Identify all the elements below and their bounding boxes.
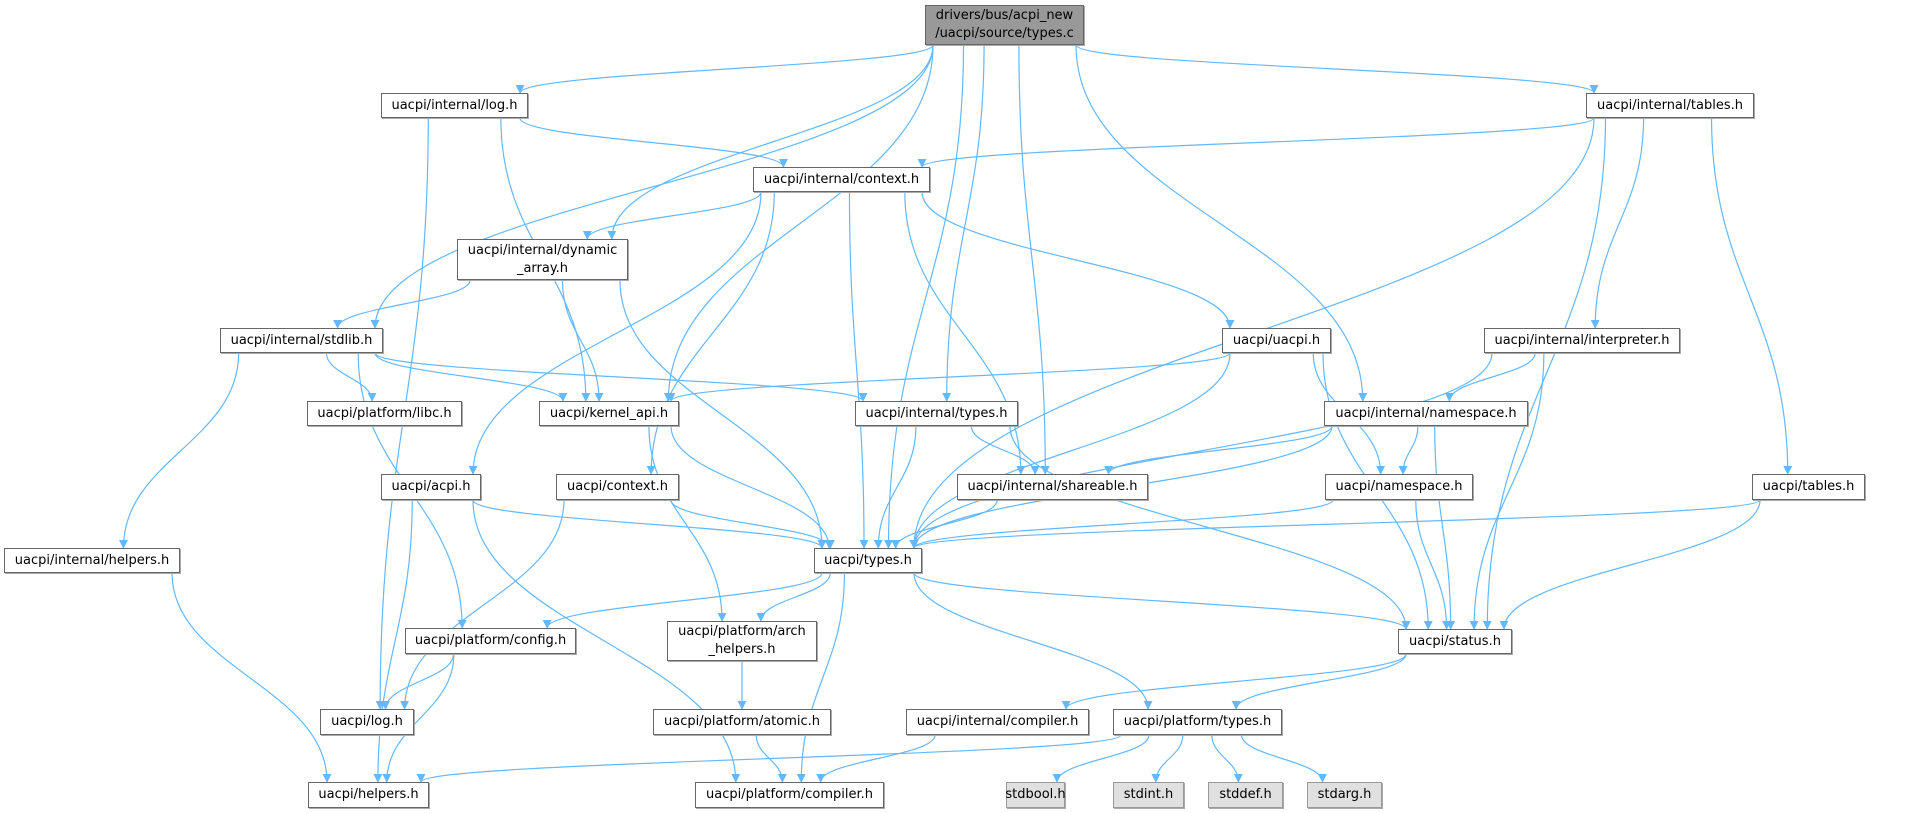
- edge-root-to-ilog: [515, 44, 934, 94]
- edge-ilog-to-ictx: [519, 117, 788, 168]
- edge-share-to-types: [891, 499, 998, 549]
- edge-ihelp-to-helpers: [171, 572, 332, 783]
- edge-idyn-to-istdlib: [333, 279, 471, 329]
- edge-istdlib-to-kapi: [374, 352, 568, 402]
- node-helpers-h[interactable]: uacpi/helpers.h: [308, 782, 429, 808]
- edge-itables-to-interp: [1590, 117, 1645, 329]
- edge-root-to-istdlib: [370, 44, 934, 329]
- edge-interp-to-ins: [1444, 352, 1536, 402]
- edge-itypes-to-share: [970, 425, 1040, 475]
- edge-ptypes-to-helpers: [416, 734, 1122, 783]
- edge-root-to-types: [883, 44, 965, 549]
- node-status-h[interactable]: uacpi/status.h: [1398, 629, 1512, 654]
- node-platform-libc-h[interactable]: uacpi/platform/libc.h: [307, 401, 462, 426]
- edge-root-to-share: [1018, 44, 1050, 475]
- edge-kapi-to-types: [670, 425, 834, 549]
- node-internal-shareable-h[interactable]: uacpi/internal/shareable.h: [957, 474, 1148, 500]
- edge-istdlib-to-ihelp: [118, 352, 240, 549]
- edge-idyn-to-types: [619, 279, 827, 549]
- node-log-h[interactable]: uacpi/log.h: [320, 709, 414, 735]
- edge-types-to-pcomp: [796, 572, 846, 783]
- edge-types-to-config: [542, 572, 823, 629]
- edge-ictx-to-share: [904, 191, 1026, 475]
- edge-acpi-to-helpers: [373, 499, 413, 783]
- edge-types-to-arch: [756, 572, 831, 622]
- node-kernel-api-h[interactable]: uacpi/kernel_api.h: [539, 401, 679, 426]
- node-internal-namespace-h[interactable]: uacpi/internal/namespace.h: [1324, 401, 1528, 426]
- node-tables-h[interactable]: uacpi/tables.h: [1752, 474, 1865, 500]
- edge-interp-to-status: [1469, 352, 1545, 630]
- edge-tables-to-types: [909, 499, 1761, 549]
- edge-config-to-helpers: [382, 653, 455, 783]
- node-internal-compiler-h[interactable]: uacpi/internal/compiler.h: [906, 709, 1089, 735]
- edge-ictx-to-ctx: [646, 191, 775, 475]
- node-stdbool-h: stdbool.h: [1005, 782, 1066, 808]
- edge-ns-to-types: [909, 499, 1334, 549]
- edge-root-to-ins: [1075, 44, 1368, 402]
- edge-icomp-to-pcomp: [816, 734, 936, 783]
- edge-ptypes-to-stdint: [1151, 734, 1184, 783]
- node-acpi-h[interactable]: uacpi/acpi.h: [381, 474, 481, 500]
- edge-interp-to-types: [909, 352, 1493, 549]
- edge-ptypes-to-stddef: [1211, 734, 1243, 783]
- edge-ins-to-share: [1104, 425, 1333, 475]
- node-internal-log-h[interactable]: uacpi/internal/log.h: [381, 93, 528, 118]
- node-platform-types-h[interactable]: uacpi/platform/types.h: [1113, 709, 1282, 735]
- edge-ctx-to-types: [670, 499, 835, 549]
- edge-root-to-itypes: [942, 44, 985, 402]
- edge-istdlib-to-libc: [325, 352, 377, 402]
- node-namespace-h[interactable]: uacpi/namespace.h: [1325, 474, 1473, 500]
- edge-types-to-status: [913, 572, 1411, 630]
- edge-itables-to-tables: [1710, 117, 1793, 475]
- node-root-types-c: drivers/bus/acpi_new /uacpi/source/types…: [925, 5, 1084, 45]
- edge-uacpi-to-types: [909, 352, 1231, 549]
- node-platform-config-h[interactable]: uacpi/platform/config.h: [405, 628, 576, 654]
- edge-root-to-kapi: [663, 44, 934, 402]
- edge-acpi-to-types: [472, 499, 827, 549]
- node-platform-arch-helpers-h[interactable]: uacpi/platform/arch _helpers.h: [667, 621, 817, 661]
- node-internal-dynamic-array-h[interactable]: uacpi/internal/dynamic _array.h: [457, 239, 628, 280]
- edge-types-to-ptypes: [913, 572, 1153, 710]
- edge-uacpi-to-kapi: [666, 352, 1231, 402]
- node-context-h[interactable]: uacpi/context.h: [556, 474, 679, 500]
- node-internal-tables-h[interactable]: uacpi/internal/tables.h: [1586, 93, 1754, 118]
- edge-ns-to-status: [1415, 499, 1452, 630]
- node-internal-stdlib-h[interactable]: uacpi/internal/stdlib.h: [220, 328, 383, 353]
- edge-ptypes-to-stdbool: [1052, 734, 1150, 783]
- edge-ins-to-ns: [1398, 425, 1419, 475]
- node-stddef-h: stddef.h: [1208, 782, 1283, 808]
- edge-config-to-log: [381, 653, 455, 710]
- edge-itypes-to-status: [1009, 425, 1411, 630]
- edge-status-to-icomp: [1061, 653, 1407, 710]
- node-internal-context-h[interactable]: uacpi/internal/context.h: [753, 167, 930, 192]
- edge-root-to-idyn: [607, 44, 934, 240]
- node-types-h[interactable]: uacpi/types.h: [814, 548, 922, 573]
- edge-tables-to-status: [1499, 499, 1761, 630]
- edge-ictx-to-idyn: [582, 191, 762, 240]
- edge-itables-to-status: [1482, 117, 1607, 630]
- edge-ictx-to-types: [848, 191, 869, 549]
- edge-kapi-to-arch: [648, 425, 727, 622]
- edge-itables-to-ictx: [917, 117, 1595, 168]
- node-internal-helpers-h[interactable]: uacpi/internal/helpers.h: [4, 548, 180, 573]
- node-internal-types-h[interactable]: uacpi/internal/types.h: [855, 401, 1018, 426]
- edge-root-to-itables: [1075, 44, 1599, 94]
- edge-ctx-to-log: [400, 499, 565, 710]
- node-internal-interpreter-h[interactable]: uacpi/internal/interpreter.h: [1484, 328, 1680, 353]
- edge-ictx-to-acpi: [468, 191, 762, 475]
- edge-idyn-to-kapi: [561, 279, 604, 402]
- edge-ictx-to-uacpi: [921, 191, 1235, 329]
- edge-ins-to-status: [1434, 425, 1456, 630]
- edge-status-to-ptypes: [1231, 653, 1407, 710]
- node-stdint-h: stdint.h: [1113, 782, 1184, 808]
- edge-istdlib-to-itypes: [374, 352, 868, 402]
- edge-ptypes-to-stdarg: [1241, 734, 1327, 783]
- node-platform-atomic-h[interactable]: uacpi/platform/atomic.h: [653, 709, 831, 735]
- node-uacpi-h[interactable]: uacpi/uacpi.h: [1222, 328, 1331, 353]
- edge-itypes-to-types: [873, 425, 917, 549]
- node-stdarg-h: stdarg.h: [1307, 782, 1382, 808]
- node-platform-compiler-h[interactable]: uacpi/platform/compiler.h: [695, 782, 884, 808]
